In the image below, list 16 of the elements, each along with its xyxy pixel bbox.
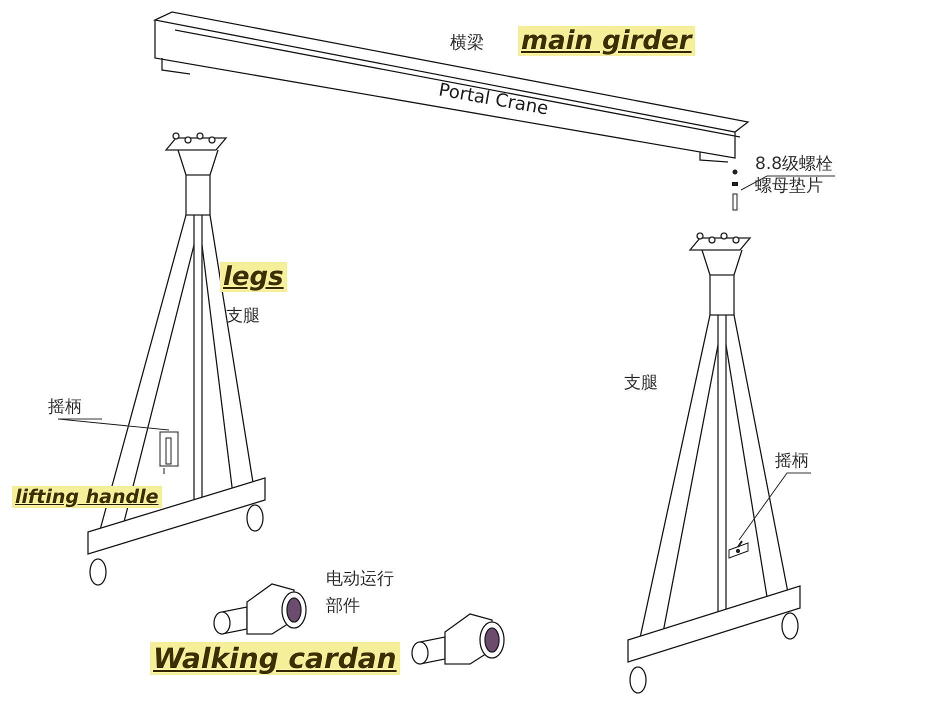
part-label: main girder — [518, 26, 695, 56]
leader-line — [58, 418, 170, 430]
part-label: legs — [220, 262, 287, 292]
callout-text: 8.8级螺栓 — [755, 153, 834, 176]
callout-text: 螺母垫片 — [755, 175, 824, 198]
girder-marking: Portal Crane — [436, 78, 550, 121]
callout-text: 摇柄 — [775, 450, 809, 472]
annotation-text: 电动运行部件 — [326, 568, 395, 618]
annotation-text: 横梁 — [450, 32, 484, 54]
annotation-text: 支腿 — [226, 305, 260, 328]
leader-line — [738, 472, 812, 540]
part-label: Walking cardan — [150, 642, 400, 675]
leader-line — [740, 176, 836, 190]
part-label: lifting handle — [12, 486, 162, 508]
annotation-text: 支腿 — [624, 372, 658, 394]
callout-text: 摇柄 — [48, 396, 82, 418]
